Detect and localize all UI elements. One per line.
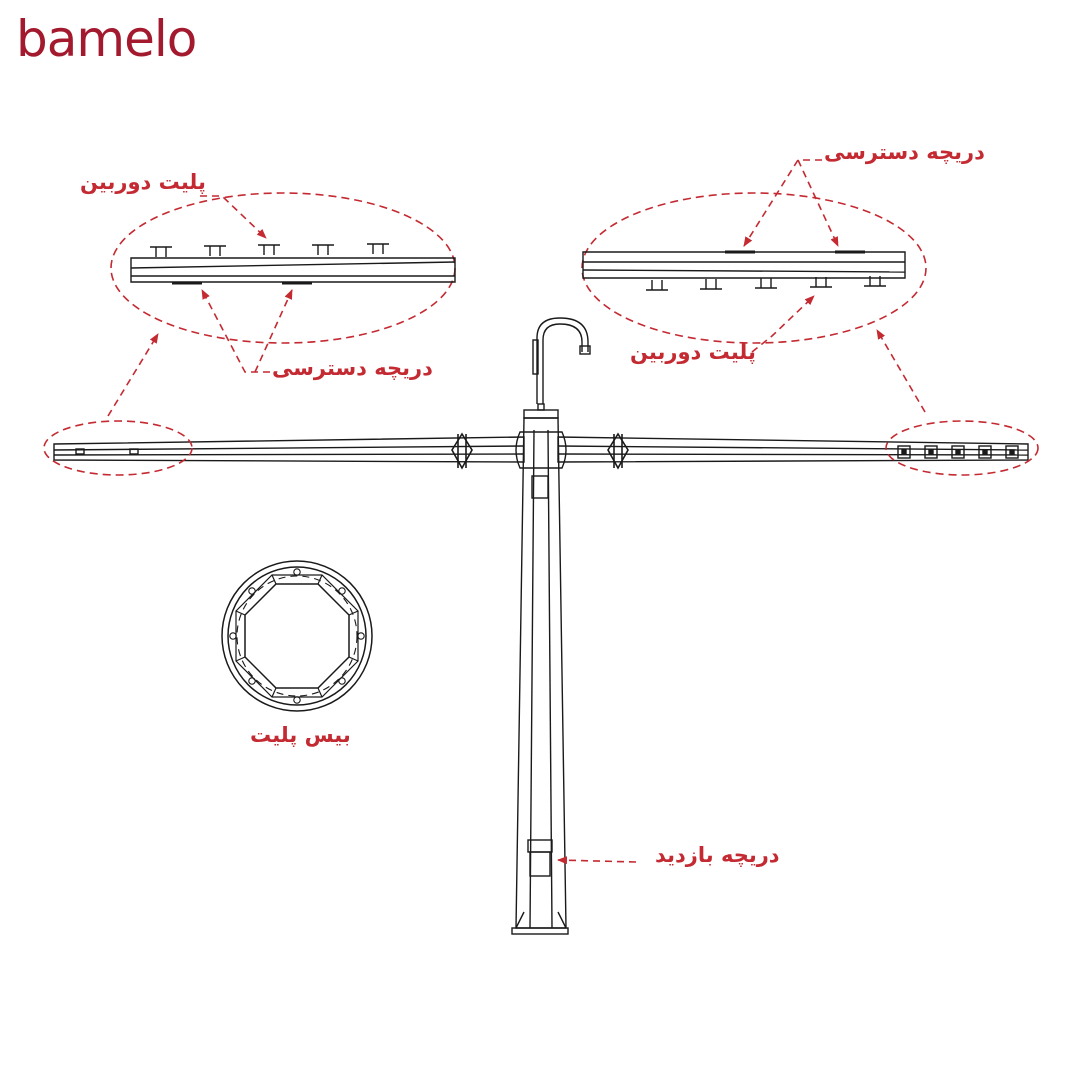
arrow-left-highlight-to-bubble xyxy=(107,333,159,417)
base-plate-bolts xyxy=(229,568,365,704)
right-detail-bubble xyxy=(581,192,927,344)
arrow-inspection-hatch xyxy=(557,856,637,865)
label-base-plate: بیس پلیت xyxy=(250,723,351,747)
arrow-right-hatch-2 xyxy=(797,159,839,247)
left-detail-arm xyxy=(130,243,456,285)
leader-arrows xyxy=(107,159,926,865)
pole-shaft xyxy=(511,403,569,935)
base-plate xyxy=(221,560,373,712)
label-left-camera-plate: پلیت دوربین xyxy=(80,170,206,194)
right-flange xyxy=(607,432,629,470)
arrow-left-hatch-2 xyxy=(254,289,293,373)
left-arm-highlight xyxy=(43,420,193,476)
brand-logo: bamelo xyxy=(16,10,197,68)
central-hub xyxy=(515,431,567,499)
label-right-access-hatch: دریچه دسترسی xyxy=(824,140,985,164)
right-arm-camera-mounts xyxy=(897,445,1019,459)
arrow-right-highlight-to-bubble xyxy=(876,329,926,413)
arrow-right-hatch-1 xyxy=(743,159,822,247)
right-detail-arm xyxy=(582,250,906,291)
left-arm xyxy=(53,436,525,463)
label-right-camera-plate: پلیت دوربین xyxy=(630,340,756,364)
label-left-access-hatch: دریچه دسترسی xyxy=(272,356,433,380)
arrow-left-plate xyxy=(200,195,267,239)
right-arm-highlight xyxy=(885,420,1039,476)
right-arm xyxy=(557,436,1029,463)
arrow-left-hatch-1 xyxy=(201,289,270,373)
left-flange xyxy=(451,432,473,470)
hook-arm xyxy=(532,317,591,404)
right-detail-camera-plates xyxy=(646,276,886,291)
inspection-hatch xyxy=(527,839,553,877)
label-inspection-hatch: دریچه بازدید xyxy=(655,843,780,867)
arrow-right-plate xyxy=(751,295,815,353)
left-detail-camera-plates xyxy=(150,243,389,257)
